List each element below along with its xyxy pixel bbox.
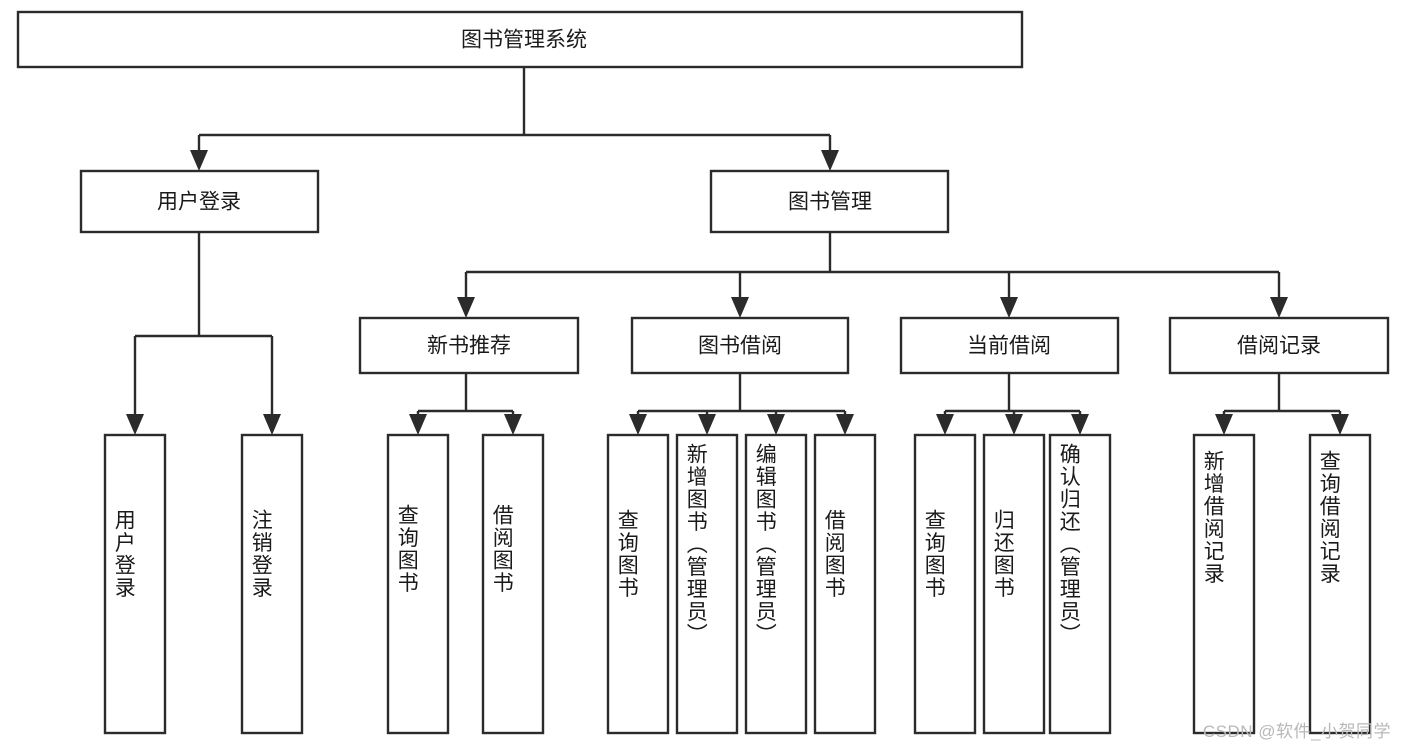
node-box-leaf-query-book-3[interactable] xyxy=(913,433,977,735)
arrow-leaf-logout xyxy=(263,414,281,435)
arrow-leaf-add-book xyxy=(698,414,716,435)
arrow-leaf-query-record xyxy=(1331,414,1349,435)
node-box-book-borrow[interactable] xyxy=(630,316,850,375)
nodes-layer xyxy=(16,10,1390,735)
arrow-leaf-edit-book xyxy=(767,414,785,435)
node-box-leaf-add-book[interactable] xyxy=(675,433,739,735)
arrow-book-borrow xyxy=(731,297,749,318)
node-box-leaf-return-book[interactable] xyxy=(982,433,1046,735)
node-box-leaf-borrow-book-1[interactable] xyxy=(481,433,545,735)
arrow-leaf-return-book xyxy=(1005,414,1023,435)
label-root: 图书管理系统 xyxy=(461,29,587,52)
node-box-leaf-query-book-1[interactable] xyxy=(386,433,450,735)
node-box-leaf-borrow-book-2[interactable] xyxy=(813,433,877,735)
label-book-manage: 图书管理 xyxy=(788,191,872,214)
horizontal-labels-layer: 图书管理系统 用户登录 图书管理 新书推荐 图书借阅 当前借阅 借阅记录 xyxy=(157,29,1321,358)
arrow-new-book-recommend xyxy=(457,297,475,318)
label-current-borrow: 当前借阅 xyxy=(967,335,1051,358)
node-box-book-manage[interactable] xyxy=(709,169,950,234)
node-box-root[interactable] xyxy=(16,10,1024,69)
arrow-borrow-record xyxy=(1270,297,1288,318)
node-box-leaf-query-book-2[interactable] xyxy=(606,433,670,735)
arrow-leaf-confirm-return xyxy=(1071,414,1089,435)
node-box-leaf-edit-book[interactable] xyxy=(744,433,808,735)
arrow-leaf-query-book-2 xyxy=(629,414,647,435)
node-box-leaf-user-login[interactable] xyxy=(103,433,167,735)
label-book-borrow: 图书借阅 xyxy=(698,335,782,358)
arrow-leaf-add-record xyxy=(1215,414,1233,435)
arrow-leaf-query-book-1 xyxy=(409,414,427,435)
node-box-new-book-recommend[interactable] xyxy=(358,316,580,375)
arrow-leaf-borrow-book-1 xyxy=(504,414,522,435)
arrow-leaf-borrow-book-2 xyxy=(836,414,854,435)
arrow-leaf-query-book-3 xyxy=(936,414,954,435)
watermark-text: CSDN @软件_小贺同学 xyxy=(1202,722,1391,741)
arrow-root-to-user-login xyxy=(190,150,208,171)
arrow-root-to-book-manage xyxy=(821,150,839,171)
edges-layer xyxy=(126,67,1349,435)
node-box-borrow-record[interactable] xyxy=(1168,316,1390,375)
label-user-login: 用户登录 xyxy=(157,191,241,214)
node-box-current-borrow[interactable] xyxy=(899,316,1120,375)
node-box-leaf-confirm-return[interactable] xyxy=(1048,433,1112,735)
node-box-user-login[interactable] xyxy=(79,169,320,234)
node-box-leaf-add-record[interactable] xyxy=(1192,433,1256,735)
arrow-current-borrow xyxy=(1000,297,1018,318)
label-new-book-recommend: 新书推荐 xyxy=(427,335,511,358)
node-box-leaf-query-record[interactable] xyxy=(1308,433,1372,735)
label-borrow-record: 借阅记录 xyxy=(1237,335,1321,358)
arrow-leaf-user-login xyxy=(126,414,144,435)
node-box-leaf-logout[interactable] xyxy=(240,433,304,735)
